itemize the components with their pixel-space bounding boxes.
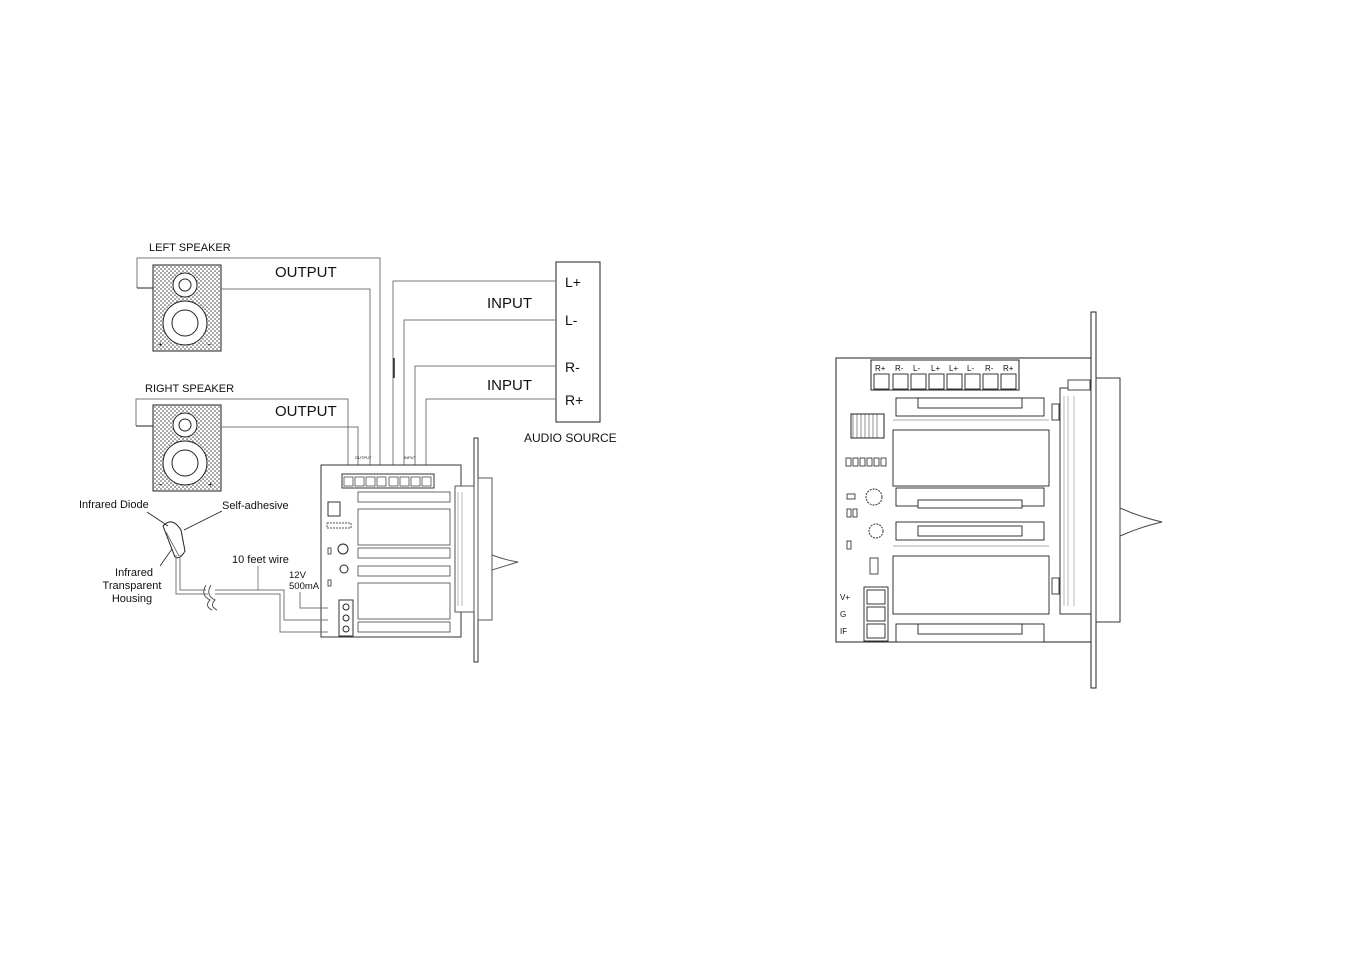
right-speaker: − + (152, 404, 222, 492)
housing-pointer-line (159, 548, 173, 567)
source-terminal-l-minus: L- (565, 312, 578, 328)
right-speaker-plus: + (208, 480, 213, 489)
self-adhesive-label: Self-adhesive (222, 500, 289, 512)
infrared-diode-label: Infrared Diode (79, 499, 149, 511)
source-terminal-l-plus: L+ (565, 274, 581, 290)
power-pin-if: IF (840, 627, 847, 636)
adhesive-pointer-line (183, 510, 223, 531)
terminal-label-4: L+ (931, 364, 940, 373)
input-wires (392, 280, 556, 472)
left-speaker: + − (152, 264, 222, 352)
source-terminal-r-minus: R- (565, 359, 580, 375)
diode-pointer-line (146, 511, 169, 527)
input-label-left: INPUT (487, 295, 532, 312)
wire-length-label: 10 feet wire (232, 554, 289, 566)
terminal-label-5: L+ (949, 364, 958, 373)
terminal-label-1: R+ (875, 364, 886, 373)
output-label-right: OUTPUT (275, 403, 337, 420)
svg-text:Housing: Housing (112, 593, 152, 605)
terminal-label-7: R- (985, 364, 994, 373)
terminal-label-2: R- (895, 364, 904, 373)
power-pin-g: G (840, 610, 846, 619)
audio-source-label: AUDIO SOURCE (524, 431, 617, 445)
svg-text:Infrared: Infrared (115, 567, 153, 579)
right-speaker-label: RIGHT SPEAKER (145, 383, 234, 395)
left-speaker-minus: − (207, 340, 212, 349)
svg-text:12V: 12V (289, 570, 307, 581)
audio-source-box (555, 261, 601, 423)
amplifier-module-small: OUTPUT INPUT (320, 437, 519, 663)
terminal-label-3: L- (913, 364, 920, 373)
output-label-left: OUTPUT (275, 264, 337, 281)
power-wire (299, 592, 328, 609)
infrared-diode (162, 521, 186, 559)
svg-text:500mA: 500mA (289, 581, 320, 592)
terminal-label-6: L- (967, 364, 974, 373)
left-speaker-label: LEFT SPEAKER (149, 242, 231, 254)
svg-text:Transparent: Transparent (103, 580, 162, 592)
input-label-right: INPUT (487, 377, 532, 394)
power-label: 12V 500mA (289, 570, 320, 592)
small-module-output-tag: OUTPUT (355, 455, 372, 460)
right-speaker-minus: − (158, 480, 163, 489)
source-terminal-r-plus: R+ (565, 392, 583, 408)
left-speaker-plus: + (158, 340, 163, 349)
small-module-input-tag: INPUT (404, 455, 417, 460)
speaker-wires (135, 257, 381, 472)
housing-label: Infrared Transparent Housing (103, 567, 162, 605)
ir-cable (175, 555, 328, 633)
amplifier-module-large: R+ R- L- L+ L+ L- R- R+ (835, 311, 1163, 689)
terminal-label-8: R+ (1003, 364, 1014, 373)
power-pin-vplus: V+ (840, 593, 850, 602)
